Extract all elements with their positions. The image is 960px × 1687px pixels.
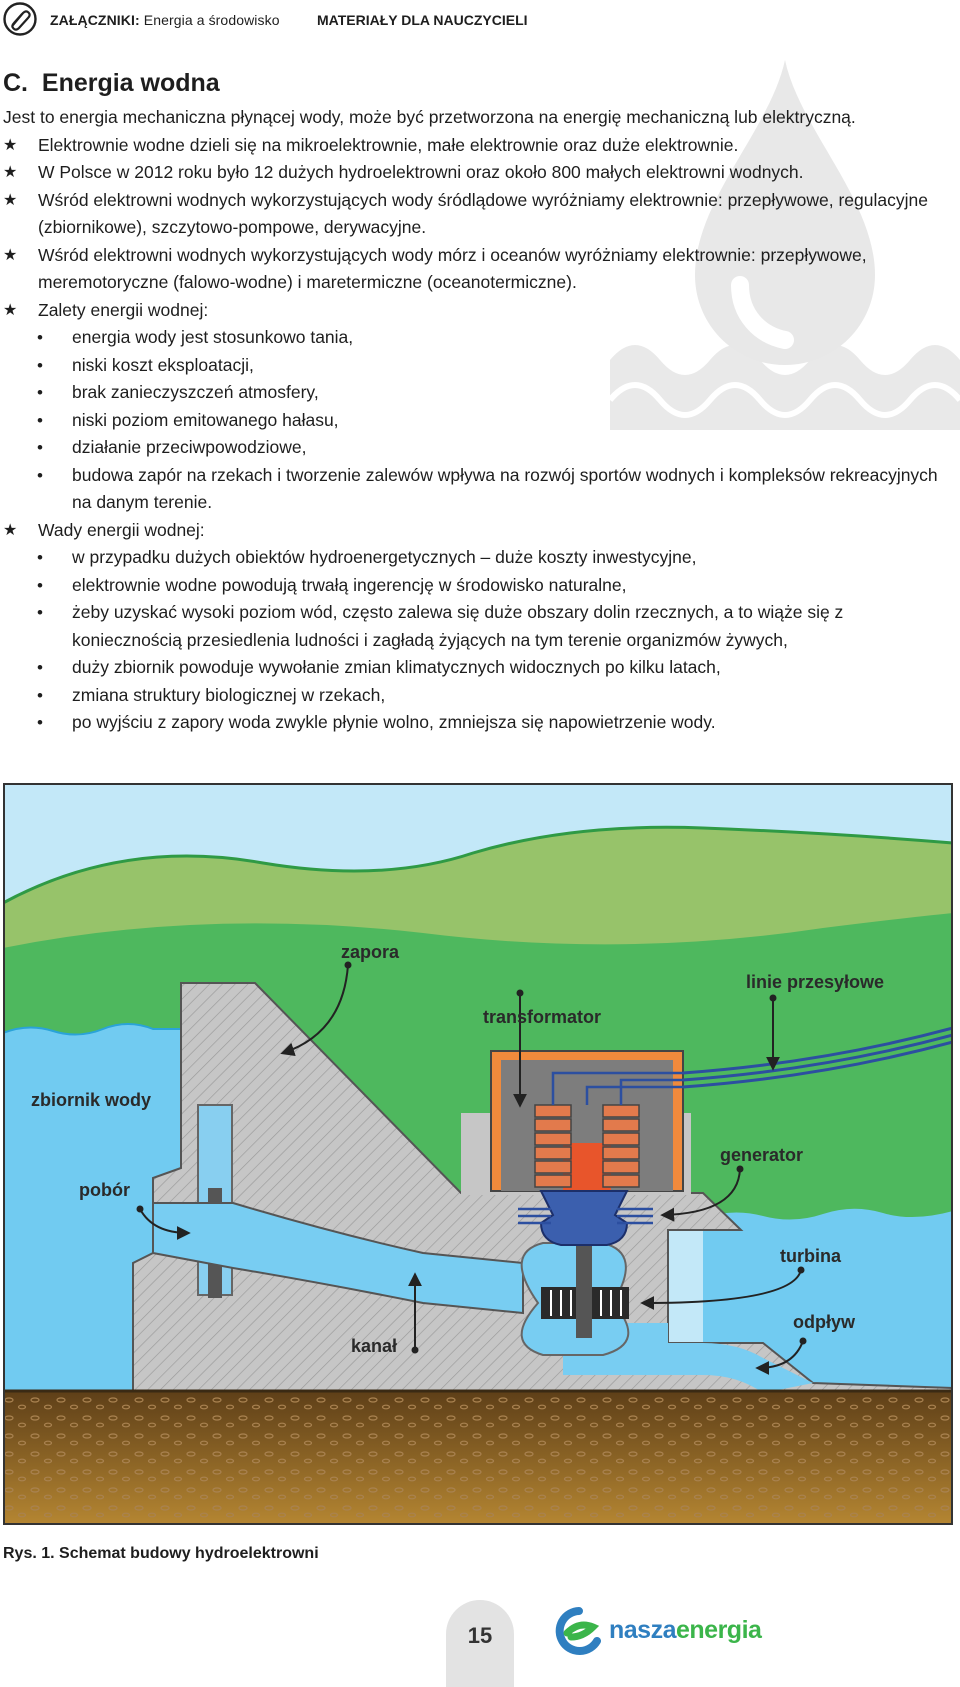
advantages-heading-text: Zalety energii wodnej: <box>38 299 209 320</box>
brand-name-part-b: energia <box>675 1616 762 1644</box>
star-icon: ★ <box>3 164 18 181</box>
page-number-tab <box>446 1600 514 1687</box>
generator <box>539 1190 629 1246</box>
brand-name: naszaenergia <box>609 1616 762 1645</box>
advantage-item: brak zanieczyszczeń atmosfery, <box>3 379 958 407</box>
disadvantage-item: po wyjściu z zapory woda zwykle płynie w… <box>3 709 958 737</box>
label-turbina: turbina <box>780 1246 842 1266</box>
disadvantage-item: elektrownie wodne powodują trwałą ingere… <box>3 572 958 600</box>
point-item: ★ W Polsce w 2012 roku było 12 dużych hyd… <box>3 159 958 187</box>
point-item: ★ Elektrownie wodne dzieli się na mikroel… <box>3 132 958 160</box>
label-zbiornik-wody: zbiornik wody <box>31 1090 151 1110</box>
ground-pebbles <box>3 1391 953 1525</box>
star-icon: ★ <box>3 191 18 209</box>
diagram-frame <box>3 783 953 1525</box>
paperclip-logo-icon <box>3 2 37 36</box>
brand-name-part-a: nasza <box>609 1616 676 1644</box>
article-body: C. Energia wodna Jest to energia mechani… <box>3 68 958 737</box>
disadvantages-heading-text: Wady energii wodnej: <box>38 519 205 540</box>
transformer-coil-right <box>602 1104 640 1188</box>
advantage-item: budowa zapór na rzekach i tworzenie zale… <box>3 462 958 517</box>
point-text: W Polsce w 2012 roku było 12 dużych hydr… <box>38 162 804 182</box>
power-lines <box>682 1026 953 1089</box>
disadvantage-item: żeby uzyskać wysoki poziom wód, często z… <box>3 599 958 654</box>
page-header: ZAŁĄCZNIKI: Energia a środowisko MATERIA… <box>0 0 960 40</box>
disadvantages-list: w przypadku dużych obiektów hydroenerget… <box>3 544 958 737</box>
section-title: C. Energia wodna <box>3 69 220 97</box>
transformer-coil-left <box>534 1104 572 1188</box>
hydro-plant-diagram: zapora linie przesyłowe transformator zb… <box>3 783 953 1525</box>
header-section: ZAŁĄCZNIKI: Energia a środowisko <box>50 12 280 28</box>
penstock-channel <box>152 1202 524 1315</box>
label-odplyw: odpływ <box>793 1312 856 1332</box>
star-icon: ★ <box>3 136 18 154</box>
disadvantage-item: w przypadku dużych obiektów hydroenerget… <box>3 544 958 572</box>
transformer-wires <box>551 1071 683 1105</box>
header-prefix: ZAŁĄCZNIKI: <box>50 12 140 28</box>
point-text: Wśród elektrowni wodnych wykorzystującyc… <box>38 244 867 293</box>
point-item: ★ Wśród elektrowni wodnych wykorzystujący… <box>3 242 958 297</box>
point-text: Wśród elektrowni wodnych wykorzystującyc… <box>38 189 928 238</box>
advantage-item: niski koszt eksploatacji, <box>3 352 958 380</box>
star-icon: ★ <box>3 246 18 264</box>
point-item: ★ Wśród elektrowni wodnych wykorzystujący… <box>3 187 958 242</box>
figure-caption: Rys. 1. Schemat budowy hydroelektrowni <box>3 1545 319 1562</box>
brand-logo-icon <box>555 1607 601 1655</box>
label-linie-przesylowe: linie przesyłowe <box>746 972 884 992</box>
star-icon: ★ <box>3 521 18 539</box>
leader-arrows <box>139 964 804 1375</box>
disadvantage-item: zmiana struktury biologicznej w rzekach, <box>3 682 958 710</box>
label-transformator: transformator <box>483 1007 601 1027</box>
label-kanal: kanał <box>351 1336 397 1356</box>
advantage-item: niski poziom emitowanego hałasu, <box>3 407 958 435</box>
advantages-heading: ★ Zalety energii wodnej: <box>3 297 958 325</box>
advantage-item: działanie przeciwpowodziowe, <box>3 434 958 462</box>
header-section-name: Energia a środowisko <box>143 12 280 28</box>
point-text: Elektrownie wodne dzieli się na mikroele… <box>38 134 739 155</box>
label-pobor: pobór <box>79 1180 130 1200</box>
generator-fins <box>518 1207 653 1225</box>
leader-dots <box>136 961 807 1354</box>
header-audience: MATERIAŁY DLA NAUCZYCIELI <box>317 12 528 28</box>
advantages-list: energia wody jest stosunkowo tania, nisk… <box>3 324 958 517</box>
disadvantages-heading: ★ Wady energii wodnej: <box>3 517 958 545</box>
turbine-shaft <box>576 1233 592 1338</box>
label-zapora: zapora <box>341 942 400 962</box>
disadvantage-item: duży zbiornik powoduje wywołanie zmian k… <box>3 654 958 682</box>
intro-text: Jest to energia mechaniczna płynącej wod… <box>3 107 856 127</box>
label-generator: generator <box>720 1145 803 1165</box>
page-number: 15 <box>467 1623 493 1648</box>
advantage-item: energia wody jest stosunkowo tania, <box>3 324 958 352</box>
hill-outline <box>3 825 953 905</box>
star-icon: ★ <box>3 301 18 319</box>
